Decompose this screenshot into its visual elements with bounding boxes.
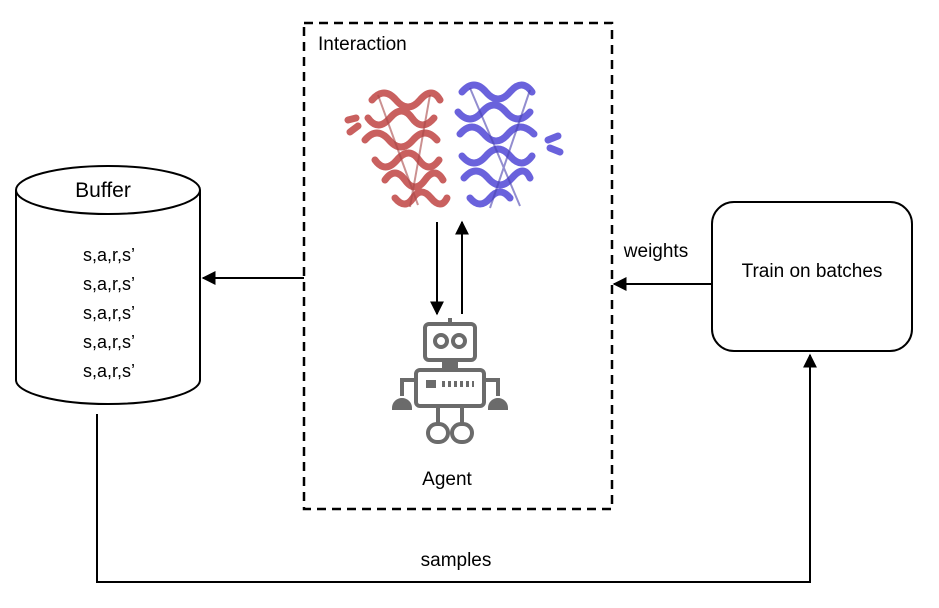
- samples-arrow: [96, 353, 817, 583]
- robot-icon: [391, 318, 509, 444]
- interaction-title: Interaction: [318, 34, 407, 55]
- buffer-row: s,a,r,s’: [83, 361, 135, 381]
- buffer-title: Buffer: [75, 179, 131, 202]
- train-box: [711, 201, 913, 352]
- weights-label: weights: [623, 241, 688, 262]
- buffer-row: s,a,r,s’: [83, 274, 135, 294]
- interaction-box: [302, 21, 614, 511]
- buffer-row: s,a,r,s’: [83, 332, 135, 352]
- agent-label: Agent: [422, 469, 472, 490]
- protein-structure-icon: [344, 81, 564, 209]
- buffer-row: s,a,r,s’: [83, 303, 135, 323]
- train-label: Train on batches: [742, 261, 883, 282]
- buffer-cylinder: [15, 165, 201, 405]
- samples-label: samples: [421, 550, 492, 571]
- buffer-row: s,a,r,s’: [83, 245, 135, 265]
